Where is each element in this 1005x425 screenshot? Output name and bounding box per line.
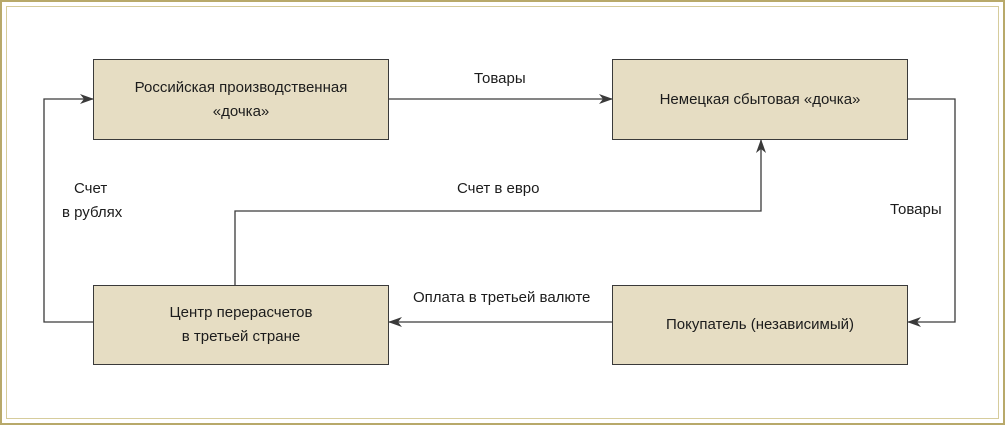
clearing-center-line2: в третьей стране bbox=[181, 328, 301, 345]
arrow-invoice-rubles-center-to-russian bbox=[43, 94, 94, 323]
label-invoice-rubles-line2: в рублях bbox=[62, 204, 123, 221]
arrow-goods-german-to-buyer bbox=[907, 98, 956, 327]
label-goods-right: Товары bbox=[890, 201, 942, 218]
diagram-frame-inner bbox=[6, 6, 999, 419]
label-invoice-euro: Счет в евро bbox=[457, 180, 540, 197]
german-subsidiary-line1: Немецкая сбытовая «дочка» bbox=[659, 90, 861, 108]
russian-subsidiary-line2: «дочка» bbox=[212, 102, 270, 120]
arrow-invoice-euro-center-to-german bbox=[234, 139, 766, 285]
buyer-line1: Покупатель (независимый) bbox=[666, 316, 854, 333]
clearing-center-line1: Центр перерасчетов bbox=[169, 304, 313, 321]
label-invoice-rubles-line1: Счет bbox=[74, 180, 108, 197]
german-subsidiary-box: Немецкая сбытовая «дочка» bbox=[612, 59, 908, 140]
label-payment-third-currency: Оплата в третьей валюте bbox=[413, 289, 591, 306]
label-goods-top: Товары bbox=[474, 70, 526, 87]
clearing-center-box: Центр перерасчетов в третьей стране bbox=[93, 285, 389, 365]
russian-subsidiary-box: Российская производственная «дочка» bbox=[93, 59, 389, 140]
russian-subsidiary-line1: Российская производственная bbox=[134, 78, 348, 96]
buyer-box: Покупатель (независимый) bbox=[612, 285, 908, 365]
